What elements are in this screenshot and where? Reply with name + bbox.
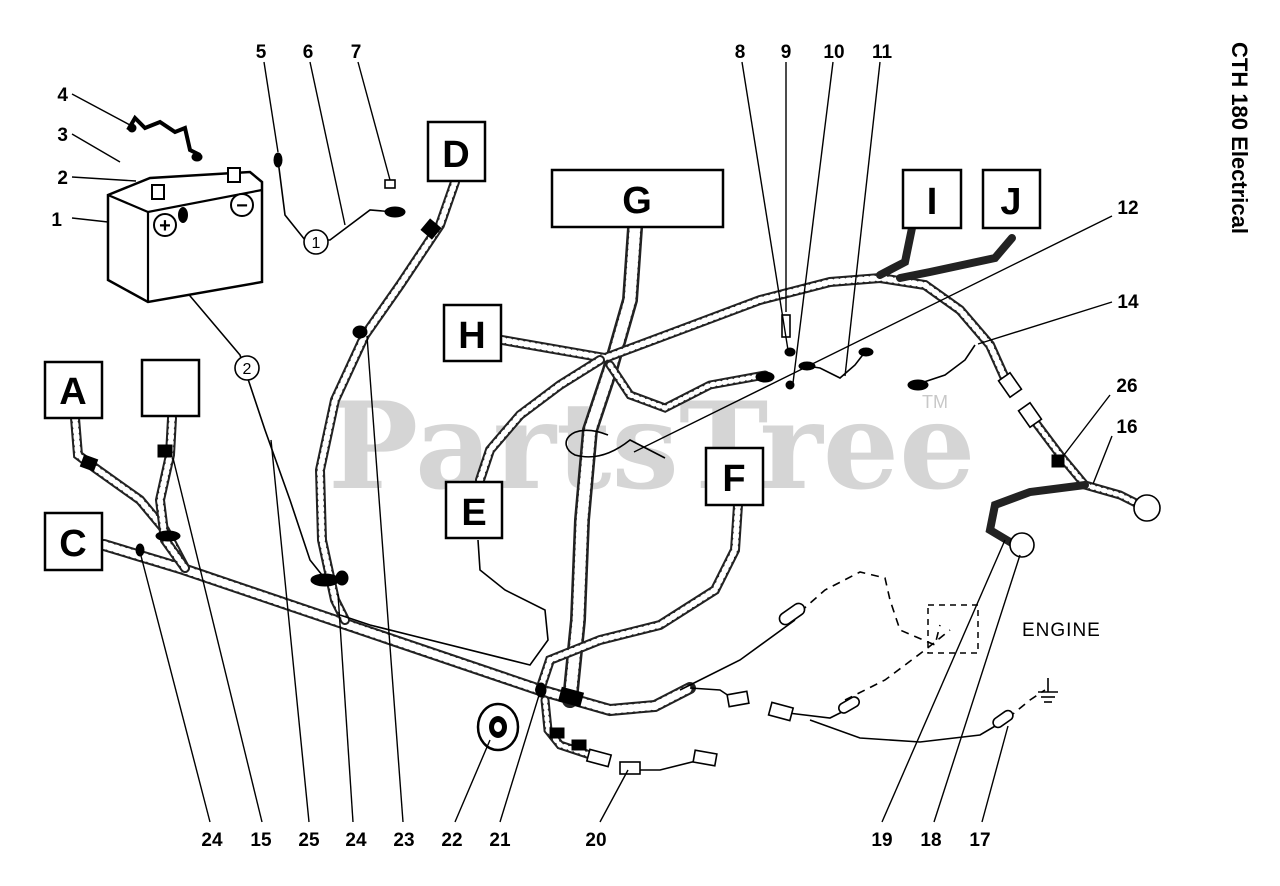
wire-e-loop: [339, 539, 549, 666]
part-number-24-left: 24: [201, 830, 223, 851]
box-h: H: [442, 303, 503, 363]
part-numbers: 1 2 3 4 5 6 7 8 9 10 11 12 14 26 16 24 1…: [51, 42, 1139, 851]
engine-outline: [799, 571, 941, 647]
part-number-11: 11: [872, 42, 893, 63]
ground-symbol: [1038, 678, 1058, 703]
engine-label: ENGINE: [1022, 620, 1101, 641]
connector-plugs: [384, 179, 1161, 775]
svg-text:I: I: [927, 181, 938, 223]
part-number-25: 25: [298, 830, 320, 851]
harness-branch-blank: [154, 413, 190, 573]
box-i: I: [901, 168, 963, 230]
svg-text:F: F: [722, 458, 745, 500]
part-number-6: 6: [303, 42, 314, 63]
wire-engine-a: [679, 619, 796, 691]
box-j: J: [981, 168, 1042, 230]
part-number-10: 10: [823, 42, 844, 63]
battery-negative-symbol: −: [236, 195, 248, 217]
part-number-14: 14: [1117, 292, 1139, 313]
part-number-15: 15: [250, 830, 272, 851]
part-number-16: 16: [1116, 417, 1137, 438]
svg-text:2: 2: [243, 361, 252, 378]
harness-branch-16: [985, 410, 1145, 549]
part-number-7: 7: [351, 42, 362, 63]
cable-circle-1: 1: [303, 229, 329, 255]
box-d: D: [426, 120, 487, 183]
box-f: F: [704, 446, 765, 507]
engine-wire-dashed: [844, 629, 951, 701]
part-number-9: 9: [781, 42, 792, 63]
part-number-1: 1: [51, 210, 62, 231]
harness-branch-ij: [876, 224, 1016, 282]
svg-text:J: J: [1000, 181, 1021, 223]
wire-ground: [809, 719, 1003, 743]
part-number-8: 8: [735, 42, 746, 63]
svg-text:D: D: [442, 134, 469, 176]
watermark: PartsTree: [328, 376, 975, 517]
box-blank: [140, 358, 201, 418]
leader-lines: [71, 61, 1113, 823]
part-number-24-right: 24: [345, 830, 367, 851]
battery-positive-symbol: +: [159, 215, 171, 237]
wire-12-loop: [565, 429, 666, 459]
part-number-4: 4: [57, 85, 68, 106]
svg-text:C: C: [59, 523, 86, 565]
cable-circle-2: 2: [234, 355, 260, 381]
harness-branch-f: [535, 500, 743, 695]
part-number-22: 22: [441, 830, 462, 851]
svg-text:A: A: [59, 371, 86, 413]
box-a: A: [43, 360, 104, 420]
part-number-2: 2: [57, 168, 68, 189]
box-c: C: [43, 511, 104, 572]
box-e: E: [444, 480, 504, 540]
main-harness: [98, 539, 696, 717]
part-number-19: 19: [871, 830, 892, 851]
part-number-5: 5: [256, 42, 267, 63]
part-number-26: 26: [1116, 376, 1137, 397]
part-number-12: 12: [1117, 198, 1138, 219]
svg-text:E: E: [461, 492, 486, 534]
part-number-3: 3: [57, 125, 68, 146]
battery: + −: [106, 167, 264, 304]
svg-text:G: G: [622, 180, 652, 222]
wire-14: [914, 344, 976, 386]
part-number-23: 23: [393, 830, 414, 851]
harness-branch-connector: [605, 360, 770, 413]
svg-text:H: H: [458, 315, 485, 357]
part-number-20: 20: [585, 830, 606, 851]
part-number-18: 18: [920, 830, 941, 851]
harness-branch-e: [475, 355, 605, 485]
connectors: [79, 123, 1065, 751]
grommet: [476, 702, 520, 752]
battery-strap: [126, 114, 201, 157]
diagram-title: CTH 180 Electrical: [1227, 42, 1252, 234]
watermark-tm: TM: [922, 392, 948, 412]
part-number-17: 17: [969, 830, 990, 851]
wire-battery-cable-1: [277, 159, 396, 241]
ground-dashed: [1007, 689, 1046, 719]
box-g: G: [550, 168, 725, 229]
part-number-21: 21: [489, 830, 511, 851]
engine-terminal-box: [927, 604, 979, 654]
svg-text:1: 1: [312, 235, 321, 252]
